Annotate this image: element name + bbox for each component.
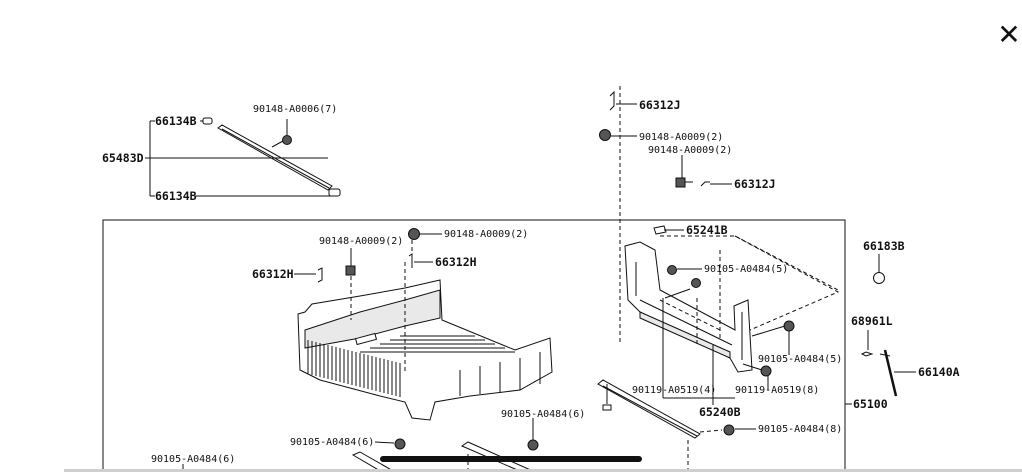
label-90105-A0484-6b: 90105-A0484(6) (290, 437, 374, 448)
label-66134B-top: 66134B (155, 114, 197, 128)
label-66183B: 66183B (863, 239, 905, 253)
label-66134B-bottom: 66134B (155, 189, 197, 203)
label-90119-A0519-4: 90119-A0519(4) (632, 385, 716, 396)
part-labels: 66134B 90148-A0006(7) 65483D 66134B 6631… (102, 98, 960, 465)
close-icon[interactable]: ✕ (997, 18, 1021, 51)
truck-bed (297, 240, 553, 421)
label-66312H-right: 66312H (435, 255, 477, 269)
label-90105-A0484-6c: 90105-A0484(6) (151, 454, 235, 465)
rail-group (145, 117, 341, 197)
tailgate-assembly (624, 225, 916, 405)
bed-hardware (294, 228, 442, 283)
label-65100: 65100 (853, 397, 888, 411)
label-90148-A0009-b: 90148-A0009(2) (648, 145, 732, 156)
label-66312H-left: 66312H (252, 267, 294, 281)
label-90105-A0484-6a: 90105-A0484(6) (501, 409, 585, 420)
label-90105-A0484-5b: 90105-A0484(5) (758, 354, 842, 365)
label-90105-A0484-8: 90105-A0484(8) (758, 424, 842, 435)
label-90148-A0009-c: 90148-A0009(2) (444, 229, 528, 240)
label-90119-A0519-8: 90119-A0519(8) (735, 385, 819, 396)
label-90148-A0009-d: 90148-A0009(2) (319, 236, 403, 247)
bottom-edge-divider (64, 469, 1022, 472)
label-90148-A0006: 90148-A0006(7) (253, 104, 337, 115)
label-68961L: 68961L (851, 314, 893, 328)
label-66312J-top: 66312J (639, 98, 681, 112)
label-65240B: 65240B (699, 405, 741, 419)
bed-floor-ribs (360, 335, 515, 353)
bed-side-ribs (307, 340, 401, 397)
home-indicator-bar[interactable] (380, 456, 642, 462)
assembly-frame (102, 219, 852, 472)
label-65483D: 65483D (102, 151, 144, 165)
label-66140A: 66140A (918, 365, 960, 379)
label-90105-A0484-5a: 90105-A0484(5) (704, 264, 788, 275)
label-66312J-mid: 66312J (734, 177, 776, 191)
tailgate-hardware-group (599, 86, 732, 342)
label-65241B: 65241B (686, 223, 728, 237)
label-90148-A0009-a: 90148-A0009(2) (639, 132, 723, 143)
